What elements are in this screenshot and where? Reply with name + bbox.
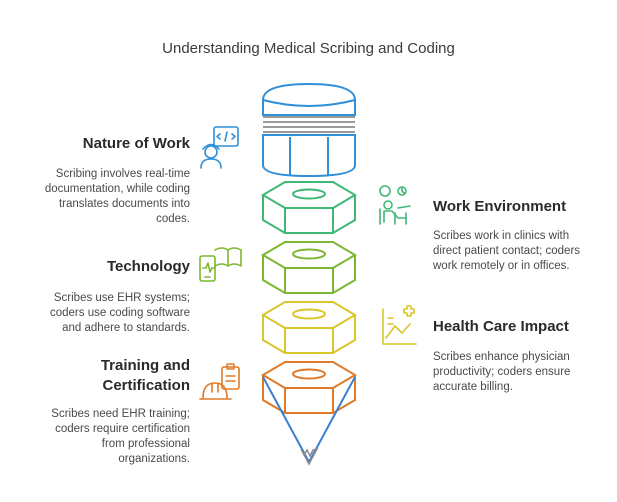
desc-line: coders require certification xyxy=(55,423,190,435)
construction-clipboard-icon xyxy=(199,363,240,400)
desc-line: organizations. xyxy=(118,453,190,465)
desc-work-environment: Scribes work in clinics with direct pati… xyxy=(433,229,613,274)
cone-tip xyxy=(300,447,319,466)
heading-training-certification: Training and Certification xyxy=(40,356,190,396)
top-cylinder xyxy=(262,82,356,178)
desc-line: documentation, while coding xyxy=(44,183,190,195)
cylinder-gray-bands xyxy=(263,116,355,133)
heading-work-environment: Work Environment xyxy=(433,198,567,215)
desc-line: and adhere to standards. xyxy=(62,322,190,334)
hex-nut-green xyxy=(261,181,357,234)
desc-line: direct patient contact; coders xyxy=(433,245,581,257)
heading-health-care-impact: Health Care Impact xyxy=(433,318,569,335)
desc-line: work remotely or in offices. xyxy=(433,260,570,272)
pencil-tip-cone xyxy=(262,376,356,465)
heading-technology: Technology xyxy=(106,258,190,275)
desc-line: Scribes work in clinics with xyxy=(433,230,570,242)
desc-health-care-impact: Scribes enhance physician productivity; … xyxy=(433,350,613,395)
developer-code-icon xyxy=(200,126,239,169)
hex-nut-yellow xyxy=(261,301,357,354)
desc-line: accurate billing. xyxy=(433,381,513,393)
desc-line: coders use coding software xyxy=(50,307,190,319)
heading-line: Training and xyxy=(100,357,190,374)
desc-line: Scribes need EHR training; xyxy=(51,408,190,420)
desc-nature-of-work: Scribing involves real-time documentatio… xyxy=(30,167,190,227)
desc-technology: Scribes use EHR systems; coders use codi… xyxy=(30,291,190,336)
heading-line: Certification xyxy=(102,377,190,394)
desk-work-icon xyxy=(379,185,411,225)
health-chart-icon xyxy=(382,305,417,345)
desc-line: Scribes enhance physician xyxy=(433,351,570,363)
diagram-title: Understanding Medical Scribing and Codin… xyxy=(162,40,455,57)
desc-line: Scribing involves real-time xyxy=(55,168,190,180)
desc-line: Scribes use EHR systems; xyxy=(53,292,190,304)
heading-nature-of-work: Nature of Work xyxy=(82,135,190,152)
desc-line: productivity; coders ensure xyxy=(433,366,571,378)
desc-training-certification: Scribes need EHR training; coders requir… xyxy=(30,407,190,467)
device-book-icon xyxy=(199,247,242,282)
desc-line: translates documents into xyxy=(58,198,190,210)
desc-line: codes. xyxy=(156,213,190,225)
desc-line: from professional xyxy=(101,438,190,450)
hex-nut-lime xyxy=(261,241,357,294)
hex-nut-orange xyxy=(261,361,357,414)
